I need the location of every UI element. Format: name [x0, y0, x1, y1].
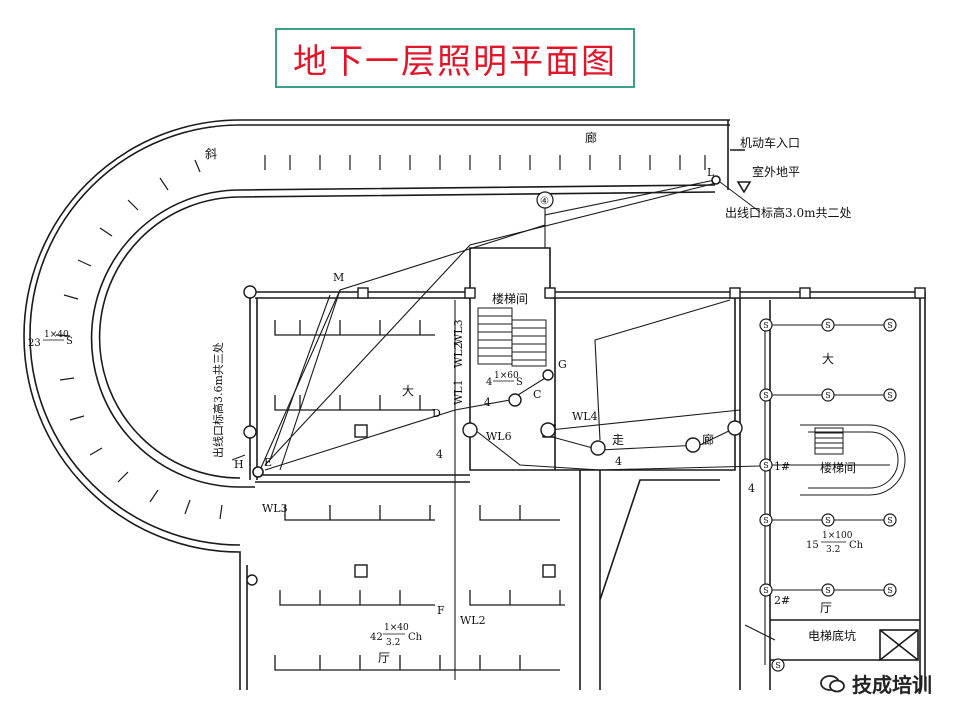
label-lang2: 廊: [702, 432, 714, 447]
label-outlet-36: 出线口标高3.6m共三处: [211, 342, 225, 458]
label-ting-left: 厅: [378, 651, 390, 665]
ramp-outer-wall-2: [29, 124, 730, 546]
ramp-outer-wall: [23, 119, 730, 572]
label-n4a: 4: [484, 396, 491, 409]
left-lower-wall: [239, 565, 248, 690]
outlet-L: [711, 175, 721, 185]
s-lamp-letters: S S S S S S S S S S S S S S: [763, 321, 892, 670]
label-da-left: 大: [402, 384, 414, 398]
ramp-inner-wall: [90, 184, 716, 488]
label-wl3-v: WL3: [452, 319, 465, 345]
label-ting-right: 厅: [820, 601, 832, 615]
ramp-type: S: [66, 336, 73, 347]
garage-count: 42: [370, 632, 383, 643]
hall-count: 15: [806, 540, 819, 551]
label-lang: 廊: [585, 130, 597, 145]
s-mark: S: [887, 586, 892, 595]
s-mark: S: [887, 321, 892, 330]
label-axis-4: ④: [540, 196, 549, 207]
stairs-left: [477, 307, 547, 367]
label-wl2-v: WL2: [452, 342, 465, 368]
label-wl4: WL4: [572, 410, 598, 423]
label-n4c: 4: [615, 455, 622, 468]
label-2: 2#: [774, 594, 790, 607]
hall-height: 3.2: [826, 545, 840, 555]
stair-type: S: [516, 377, 523, 388]
label-outdoor-level: 室外地平: [752, 164, 800, 179]
s-mark: S: [887, 391, 892, 400]
garage-spec: 1×40: [384, 623, 409, 633]
elevator-wall: [770, 619, 920, 661]
s-mark: S: [763, 586, 768, 595]
elevator-box: [879, 629, 919, 661]
label-outlet-30: 出线口标高3.0m共二处: [725, 205, 851, 220]
label-point-G: G: [558, 358, 567, 371]
label-vehicle-entrance: 机动车入口: [740, 135, 800, 150]
wechat-icon: [820, 674, 845, 692]
s-mark: S: [825, 391, 830, 400]
stair-count: 4: [486, 377, 492, 388]
circle-lamps: [243, 285, 743, 586]
label-point-E: E: [264, 456, 272, 469]
stair-shaft: [469, 298, 556, 471]
label-wl1: WL1: [452, 379, 465, 405]
label-wl2: WL2: [460, 614, 486, 627]
label-point-H: H: [234, 458, 244, 471]
label-n4b: 4: [436, 448, 443, 461]
ramp-count: 23: [28, 338, 41, 349]
ramp-ticks: [55, 155, 706, 520]
stair-core-wall: [579, 470, 601, 690]
sloped-wall: [599, 479, 720, 601]
label-point-D: D: [432, 407, 441, 420]
s-mark: S: [887, 516, 892, 525]
columns: [354, 287, 926, 578]
s-mark: S: [825, 321, 830, 330]
label-wl3: WL3: [262, 502, 288, 515]
left-wall: [249, 292, 258, 480]
label-n4d: 4: [748, 482, 755, 495]
ramp-spec: 1×40: [44, 330, 69, 340]
stairs-right: [800, 424, 906, 496]
s-mark: S: [763, 461, 768, 470]
label-point-F: F: [437, 604, 445, 617]
axis-4-circle: [536, 191, 554, 209]
hall-spec: 1×100: [822, 531, 853, 541]
label-point-M: M: [333, 271, 344, 284]
label-zou: 走: [612, 433, 624, 447]
s-mark: S: [825, 516, 830, 525]
parking-stalls: [274, 320, 565, 671]
label-stair-left: 楼梯间: [492, 291, 528, 306]
label-point-L: L: [707, 166, 715, 179]
s-mark: S: [825, 586, 830, 595]
label-wl6: WL6: [486, 430, 512, 443]
s-mark: S: [763, 391, 768, 400]
s-mark: S: [763, 321, 768, 330]
garage-type: Ch: [408, 632, 423, 643]
garage-height: 3.2: [386, 638, 400, 648]
corridor-line: [255, 474, 470, 483]
title-box: 地下一层照明平面图: [275, 28, 635, 88]
s-mark: S: [775, 661, 780, 670]
entrance-arrow: [730, 149, 752, 194]
s-mark: S: [763, 516, 768, 525]
label-point-C: C: [533, 388, 541, 401]
s-lamps: [759, 318, 897, 672]
junction-H: [252, 466, 264, 478]
label-1: 1#: [774, 460, 790, 473]
label-stair-right: 楼梯间: [820, 460, 856, 475]
label-elevator-pit: 电梯底坑: [808, 628, 856, 643]
watermark-text: 技成培训: [852, 673, 932, 697]
page-title: 地下一层照明平面图: [293, 41, 617, 82]
ramp-inner-wall-2: [98, 191, 716, 479]
right-inner-wall: [739, 298, 771, 690]
label-da-right: 大: [822, 352, 834, 366]
watermark: 技成培训: [820, 669, 932, 698]
hall-type: Ch: [849, 540, 864, 551]
stair-spec: 1×60: [494, 371, 519, 381]
label-xie: 斜: [205, 147, 217, 161]
